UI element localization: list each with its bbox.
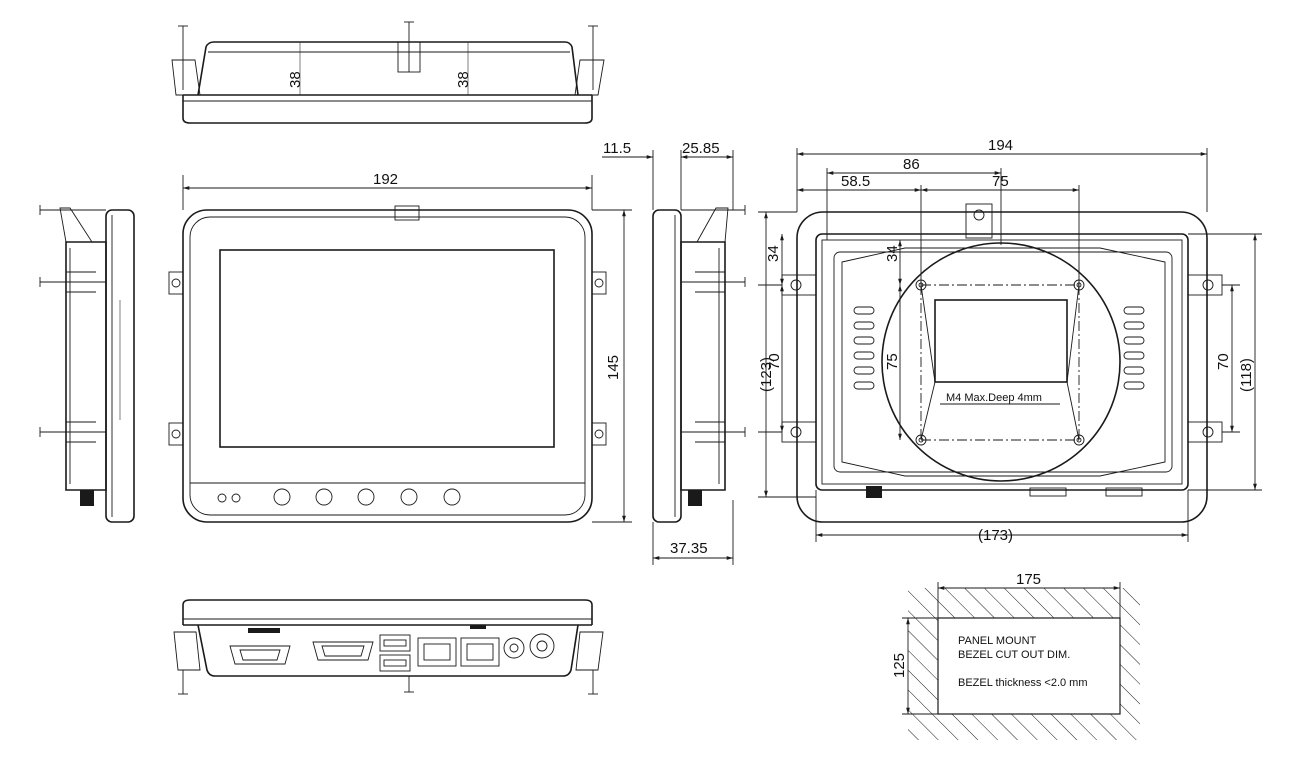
- top-view: 38 38: [171, 21, 605, 124]
- top-dim-left: 38: [287, 71, 304, 88]
- rear-dim-86: 86: [903, 156, 920, 173]
- rear-dim-70-left: 70: [766, 353, 783, 370]
- side-dim-a: 11.5: [603, 140, 631, 157]
- cutout-dim-width: 175: [1016, 571, 1041, 588]
- rear-dim-34-inner: 34: [884, 245, 901, 262]
- rear-dim-75-vert: 75: [884, 353, 901, 370]
- top-dim-right: 38: [455, 71, 472, 88]
- rear-dim-173: (173): [978, 527, 1013, 544]
- front-dim-height: 145: [605, 355, 622, 380]
- rear-dim-overall: 194: [988, 137, 1013, 154]
- side-dim-b: 25.85: [682, 140, 720, 157]
- cutout-dim-height: 125: [891, 653, 908, 678]
- left-side-view: [39, 205, 135, 523]
- right-side-view: 11.5 25.85 37.35: [602, 140, 746, 565]
- rear-dim-118: (118): [1238, 358, 1255, 392]
- vesa-note: M4 Max.Deep 4mm: [946, 392, 1042, 404]
- cutout-view: 175 125 PANEL MOUNT BEZEL CUT OUT DIM. B…: [891, 571, 1140, 740]
- rear-dim-123: (123): [758, 357, 775, 392]
- cutout-label-1: PANEL MOUNT: [958, 635, 1037, 647]
- rear-view: M4 Max.Deep 4mm 194 86: [758, 137, 1262, 544]
- rear-dim-75-top: 75: [992, 173, 1009, 190]
- rear-dim-34-left: 34: [765, 245, 782, 262]
- front-dim-width: 192: [373, 171, 398, 188]
- rear-dim-70-right: 70: [1215, 353, 1232, 370]
- front-view: 192 145: [168, 171, 632, 523]
- side-dim-depth: 37.35: [670, 540, 708, 557]
- cutout-label-2: BEZEL CUT OUT DIM.: [958, 649, 1070, 661]
- bottom-view: [173, 599, 604, 695]
- rear-dim-58: 58.5: [841, 173, 870, 190]
- cutout-label-3: BEZEL thickness <2.0 mm: [958, 677, 1088, 689]
